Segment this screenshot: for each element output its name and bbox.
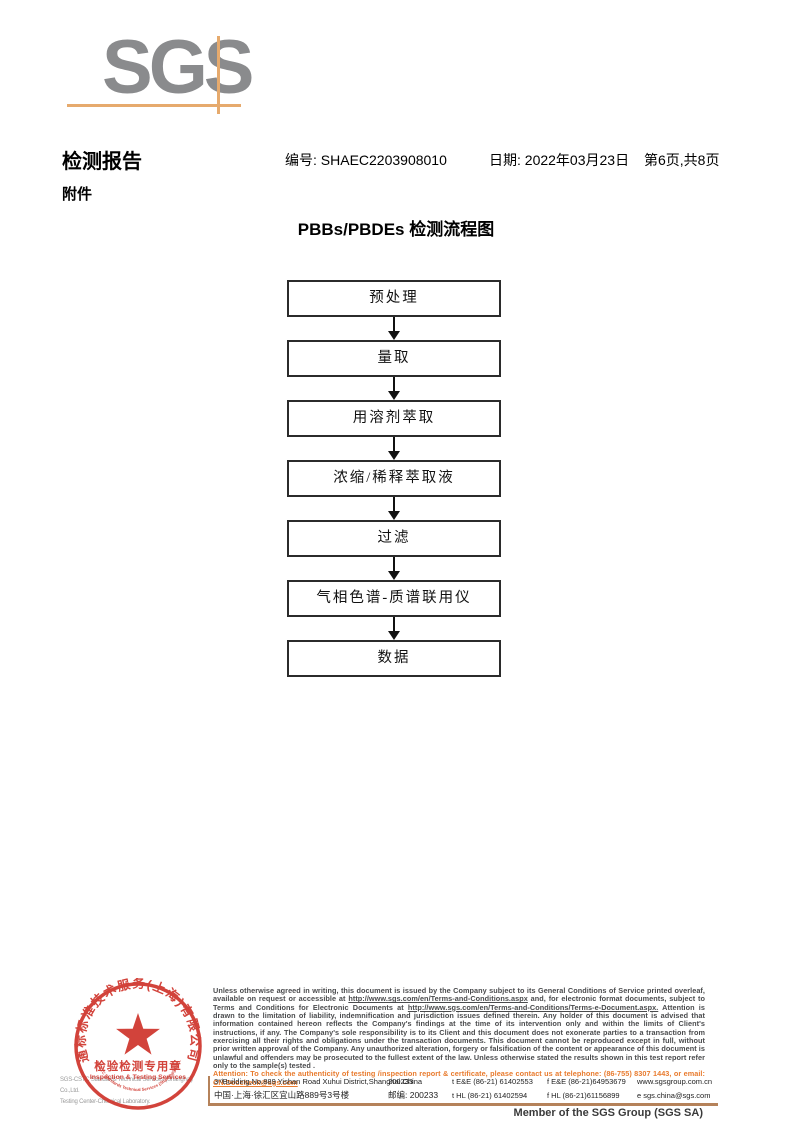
- arrow-down-icon: [384, 617, 404, 640]
- flow-step-solvent-extraction: 用溶剂萃取: [287, 400, 501, 437]
- report-date: 日期: 2022年03月23日: [489, 152, 630, 168]
- attention-notice: Attention: To check the authenticity of …: [213, 1070, 705, 1087]
- company-seal: 通标标准技术服务(上海)有限公司 SGS-CSTC Standards Tech…: [70, 978, 202, 1110]
- address-en: 3ʳᵈBuilding,No.889 Yishan Road Xuhui Dis…: [214, 1077, 423, 1086]
- flow-step-data: 数据: [287, 640, 501, 677]
- seal-center-line1: 检验检测专用章: [94, 1059, 182, 1073]
- address-cn: 中国·上海·徐汇区宜山路889号3号楼: [214, 1090, 350, 1100]
- doccheck-email-link[interactable]: CN.Doccheck@sgs.com: [213, 1077, 298, 1087]
- attention-text: Attention: To check the authenticity of …: [213, 1069, 705, 1079]
- arrow-down-icon: [384, 437, 404, 460]
- attachment-label: 附件: [62, 186, 93, 203]
- flow-step-concentrate-dilute: 浓缩/稀释萃取液: [287, 460, 501, 497]
- tel-ee: t E&E (86-21) 61402553: [452, 1077, 533, 1086]
- fax-hl: f HL (86-21)61156899: [547, 1091, 620, 1100]
- terms-text-3: Attention is drawn to the limitation of …: [213, 1002, 705, 1071]
- report-number: 编号: SHAEC2203908010: [285, 152, 447, 168]
- fax-ee: f E&E (86-21)64953679: [547, 1077, 626, 1086]
- arrow-down-icon: [384, 557, 404, 580]
- page-title: 检测报告: [62, 151, 142, 173]
- company-name: SGS-CSTC Standards Technical Services (S…: [60, 1077, 193, 1094]
- email-link[interactable]: e sgs.china@sgs.com: [637, 1091, 711, 1100]
- tel-hl: t HL (86-21) 61402594: [452, 1091, 528, 1100]
- legal-disclaimer: Unless otherwise agreed in writing, this…: [213, 986, 705, 1087]
- arrow-down-icon: [384, 377, 404, 400]
- address-row-en: 3ʳᵈBuilding,No.889 Yishan Road Xuhui Dis…: [214, 1077, 718, 1089]
- seal-center-line2: Inspection & Testing Services: [90, 1074, 186, 1081]
- address-row-cn: 中国·上海·徐汇区宜山路889号3号楼 邮编: 200233 t HL (86-…: [214, 1089, 718, 1101]
- page-indicator: 第6页,共8页: [644, 152, 720, 168]
- flow-step-pretreatment: 预处理: [287, 280, 501, 317]
- address-divider-line: [208, 1076, 210, 1103]
- star-icon: [116, 1013, 160, 1055]
- sgs-logo: SGS: [102, 25, 254, 110]
- terms-link-2[interactable]: http://www.sgs.com/en/Terms-and-Conditio…: [407, 1002, 659, 1012]
- flowchart-title: PBBs/PBDEs 检测流程图: [297, 220, 495, 239]
- terms-link-1[interactable]: http://www.sgs.com/en/Terms-and-Conditio…: [348, 994, 528, 1004]
- logo-horizontal-line: [67, 104, 241, 107]
- website-link[interactable]: www.sgsgroup.com.cn: [637, 1077, 713, 1086]
- sgs-member-text: Member of the SGS Group (SGS SA): [513, 1107, 703, 1119]
- arrow-down-icon: [384, 497, 404, 520]
- seal-ring: [74, 982, 202, 1110]
- postcode-cn: 邮编: 200233: [388, 1090, 439, 1100]
- postcode-en: 200233: [388, 1077, 414, 1086]
- arrow-down-icon: [384, 317, 404, 340]
- terms-text-2: and, for electronic format documents, su…: [213, 994, 705, 1012]
- terms-text-1: Unless otherwise agreed in writing, this…: [213, 986, 705, 1004]
- flow-step-filter: 过滤: [287, 520, 501, 557]
- flow-step-measure: 量取: [287, 340, 501, 377]
- footer-rule-line: [208, 1103, 718, 1106]
- logo-vertical-line: [217, 36, 220, 114]
- company-division: Testing Center-Chemical Laboratory.: [60, 1099, 151, 1105]
- company-name-block: SGS-CSTC Standards Technical Services (S…: [60, 1075, 212, 1108]
- address-block: 3ʳᵈBuilding,No.889 Yishan Road Xuhui Dis…: [214, 1077, 718, 1101]
- flow-step-gcms: 气相色谱-质谱联用仪: [287, 580, 501, 617]
